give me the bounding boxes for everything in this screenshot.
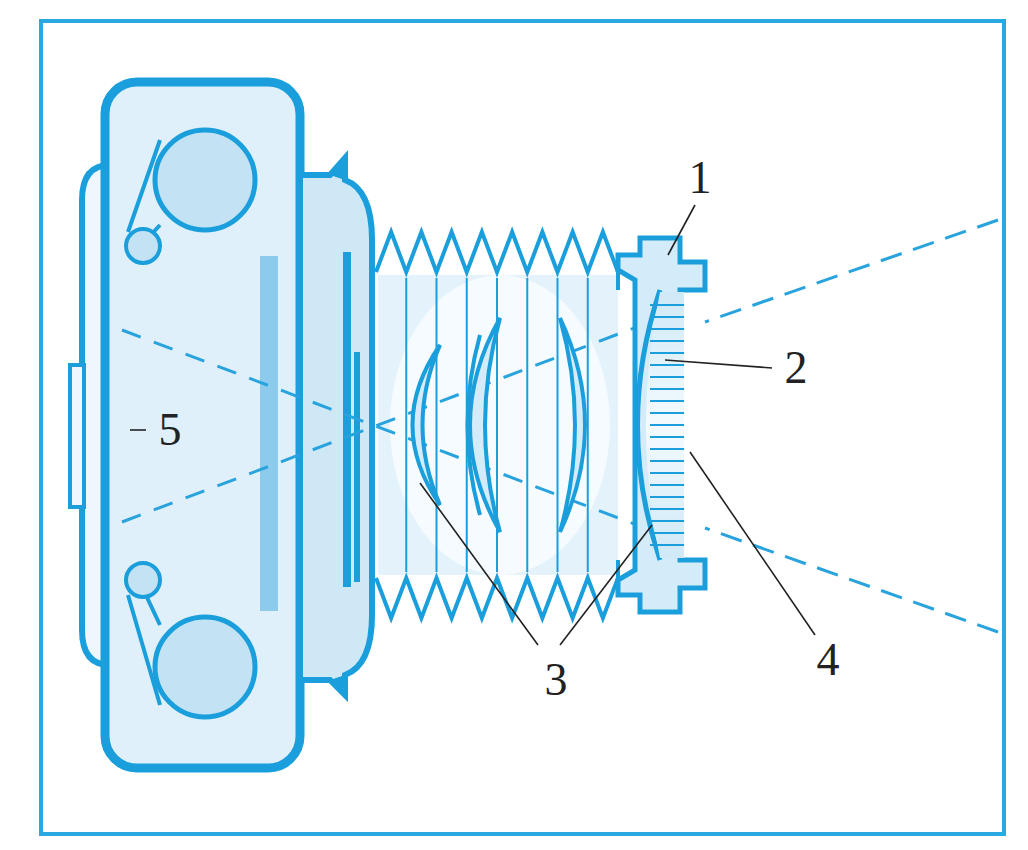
lens-barrel (618, 238, 705, 612)
lens-barrel (618, 238, 705, 612)
camera-body (128, 140, 160, 705)
lens-mount (343, 252, 351, 587)
scale-tick (650, 316, 684, 318)
scale-tick (650, 532, 684, 534)
callout-number: 4 (817, 637, 840, 683)
scale-tick (650, 520, 684, 522)
bellows-fold (557, 278, 559, 572)
camera-body (70, 82, 300, 768)
scale-tick (650, 364, 684, 366)
lens-barrel (650, 305, 684, 545)
camera-body (126, 229, 160, 263)
scale-tick (650, 544, 684, 546)
scale-tick (650, 376, 684, 378)
bellows (390, 275, 610, 575)
bellows-fold (526, 278, 528, 572)
camera-body (155, 617, 255, 717)
callout-number: 1 (689, 155, 712, 201)
lens-element (468, 335, 481, 515)
light-ray (705, 220, 998, 322)
camera-body (105, 82, 300, 768)
scale-tick (650, 484, 684, 486)
scale-tick (650, 460, 684, 462)
scale-tick (650, 496, 684, 498)
leader-line (665, 360, 772, 368)
light-ray (705, 528, 998, 632)
callout-number: 2 (785, 345, 808, 391)
lens-barrel (646, 292, 684, 558)
scale-tick (650, 304, 684, 306)
camera-body (155, 130, 255, 230)
leader-line (420, 483, 538, 645)
bellows (378, 275, 618, 575)
lens-element (413, 318, 586, 532)
scale-tick (650, 472, 684, 474)
bellows-fold (405, 278, 407, 572)
scale-tick (650, 412, 684, 414)
camera-body (126, 563, 160, 597)
scale-tick (650, 352, 684, 354)
leader-line (690, 452, 815, 635)
scale-tick (650, 424, 684, 426)
scale-tick (650, 400, 684, 402)
lens-mount (300, 158, 372, 695)
lens-mount (330, 158, 345, 695)
callout-number: 5 (159, 407, 182, 453)
callout-number: 3 (545, 657, 568, 703)
camera-body (70, 365, 84, 507)
bellows-fold (587, 278, 589, 572)
bellows (406, 278, 588, 572)
light-ray (705, 220, 998, 632)
lens-element (560, 318, 585, 532)
lens-element (413, 345, 441, 505)
scale-tick (650, 340, 684, 342)
leader-line (130, 205, 815, 645)
scale-tick (650, 388, 684, 390)
lens-mount (354, 352, 360, 582)
film (260, 256, 278, 611)
leader-line (560, 525, 652, 645)
leader-line (668, 205, 695, 255)
scale-tick (650, 436, 684, 438)
bellows-fold (436, 278, 438, 572)
leader-line (130, 429, 146, 431)
scale-tick (650, 328, 684, 330)
bellows (376, 232, 618, 618)
scale-tick (650, 508, 684, 510)
scale-tick (650, 448, 684, 450)
frame (41, 21, 1004, 834)
lens-mount (300, 158, 372, 695)
